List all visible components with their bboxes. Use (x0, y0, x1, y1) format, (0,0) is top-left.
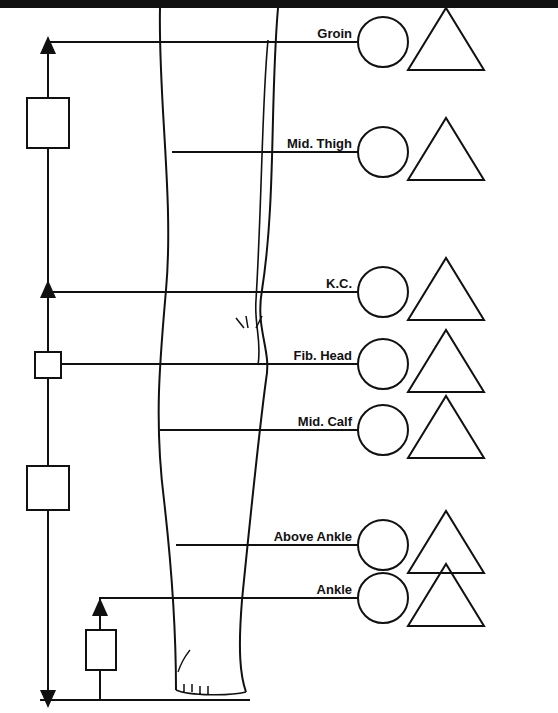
pressure-box (27, 466, 69, 510)
foot-toes (176, 684, 246, 695)
cuff-label: Mid. Thigh (285, 136, 354, 151)
cuff-line (172, 151, 358, 153)
cuff-line (115, 597, 358, 599)
cuff-line (48, 291, 358, 293)
base-line (40, 699, 250, 701)
top-bar (0, 0, 558, 8)
cuff-line (48, 41, 358, 43)
knee-marks (236, 316, 262, 328)
cuff-line (160, 429, 358, 431)
leg-outline (240, 8, 278, 692)
cuff-label: Mid. Calf (296, 414, 354, 429)
foot-line (178, 650, 190, 672)
cuff-symbols (358, 8, 484, 626)
cuff-label: Above Ankle (272, 529, 354, 544)
cuff-label: K.C. (324, 276, 354, 291)
pressure-box (35, 352, 61, 378)
pressure-box (27, 98, 69, 148)
cuff-line (61, 363, 358, 365)
arrow-mark (99, 606, 101, 610)
cuff-line (176, 544, 358, 546)
leg-outline (159, 8, 176, 690)
pressure-box (86, 630, 116, 670)
cuff-label: Fib. Head (291, 348, 354, 363)
cuff-label: Ankle (315, 582, 354, 597)
cuff-label: Groin (315, 26, 354, 41)
